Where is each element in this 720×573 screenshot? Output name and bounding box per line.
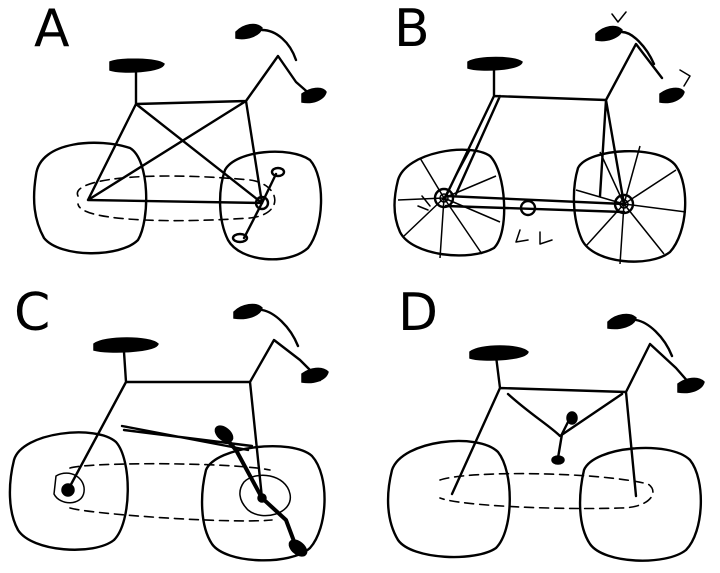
panel-c-saddle — [93, 337, 159, 353]
panel-b-pedals — [417, 195, 553, 245]
panel-a-label: A — [34, 0, 70, 59]
panel-c-pedal-top — [214, 425, 234, 443]
panel-c-label: C — [14, 283, 50, 343]
panel-a-chainring — [254, 195, 270, 211]
panel-d-crank — [556, 416, 572, 460]
panel-b: B — [393, 0, 691, 265]
panel-a-pedal-bottom — [231, 232, 249, 244]
panel-c-handlebar-grip — [233, 303, 263, 320]
panel-d-label: D — [398, 283, 438, 343]
panel-c-frame — [66, 338, 322, 500]
panel-c: C — [8, 283, 329, 562]
panel-b-rear-hub-inner — [439, 193, 449, 203]
panel-a-handlebar — [260, 28, 298, 62]
panel-c-chain — [69, 462, 273, 522]
panel-d-saddle — [469, 345, 529, 361]
panel-b-chainring — [519, 199, 537, 217]
panel-d-handlebar — [634, 318, 674, 358]
panel-a-saddle — [109, 58, 165, 73]
panel-b-front-hub — [613, 193, 635, 215]
panel-a-front-wheel — [218, 150, 323, 261]
panel-a-frame — [86, 54, 314, 205]
panel-d-front-wheel — [578, 446, 703, 562]
panel-b-handlebar-grip — [595, 25, 623, 42]
panel-c-rear-wheel — [8, 431, 129, 551]
panel-a-front-grip — [301, 87, 327, 104]
panel-b-front-grip — [659, 87, 685, 104]
panel-d-rear-wheel — [386, 439, 511, 559]
panel-c-handlebar — [260, 308, 300, 348]
panel-c-rear-hub — [61, 483, 75, 497]
panel-d: D — [386, 283, 705, 562]
panel-d-front-grip — [677, 377, 705, 394]
panel-a-pedal-top — [270, 166, 286, 178]
panel-a: A — [32, 0, 327, 261]
panel-c-rear-cog — [53, 472, 85, 504]
panel-c-front-wheel — [200, 445, 326, 562]
panel-a-chain — [76, 175, 276, 222]
panel-a-handlebar-grip — [235, 23, 263, 40]
panel-d-handlebar-grip — [607, 313, 637, 330]
panel-c-pedal-bottom — [288, 539, 308, 557]
panel-b-front-spokes — [575, 145, 687, 265]
panel-b-label: B — [394, 0, 430, 59]
panel-d-frame — [450, 342, 692, 498]
panel-b-front-wheel — [572, 150, 687, 263]
panel-c-bottom-bracket — [257, 493, 267, 503]
panel-b-saddle — [467, 56, 523, 71]
panel-d-pedal-top — [566, 411, 578, 425]
panel-d-pedal-bottom — [551, 455, 565, 465]
panel-c-front-grip — [301, 367, 329, 384]
panel-b-rear-hub — [433, 187, 455, 209]
panel-b-bell — [611, 11, 691, 87]
panel-b-handlebar — [620, 30, 656, 66]
panel-b-front-hub-inner — [619, 199, 629, 209]
panel-d-chain — [439, 472, 654, 510]
panel-b-rear-wheel — [393, 148, 506, 257]
panel-a-rear-wheel — [32, 141, 148, 255]
